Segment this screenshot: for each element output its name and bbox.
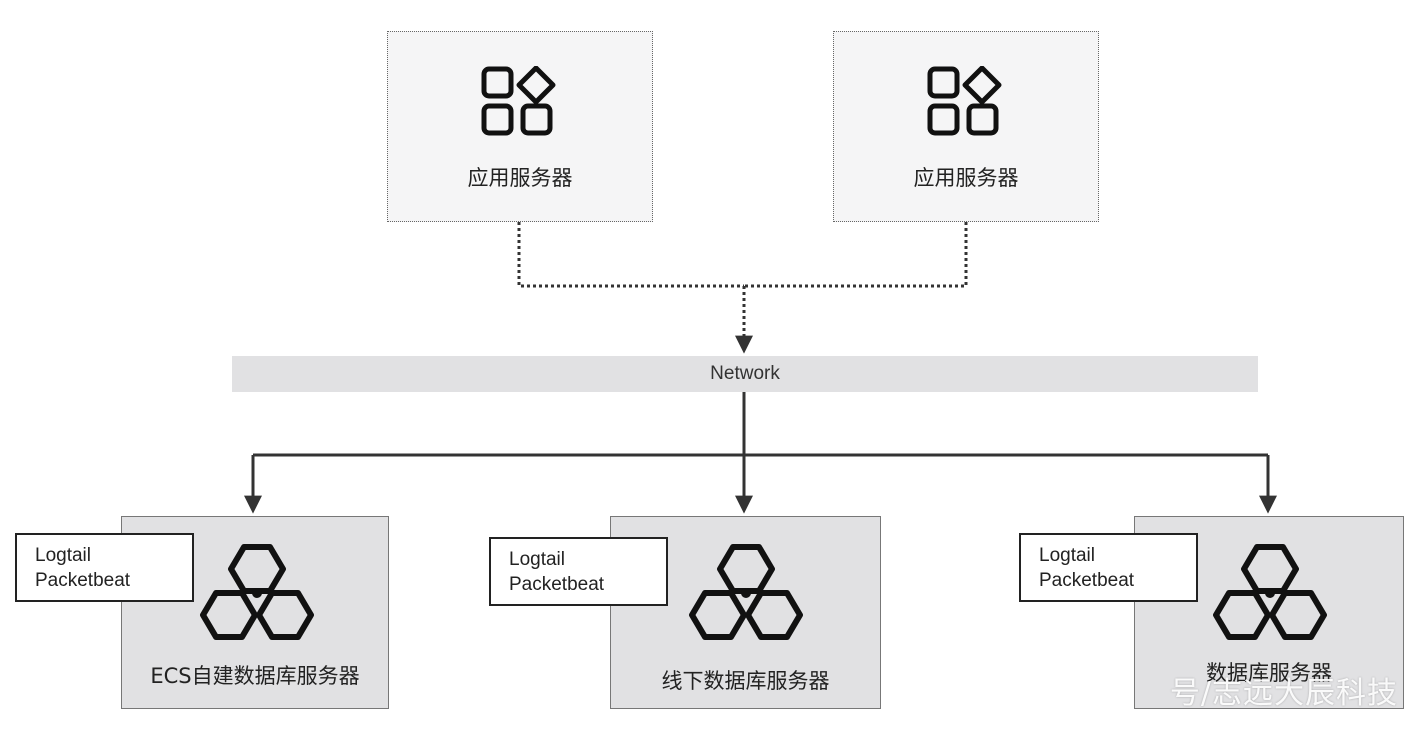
db-server-label: 数据库服务器 [1206, 661, 1332, 685]
watermark-text: 号/志远大辰科技 [1169, 676, 1398, 711]
apps-grid-icon [927, 66, 1002, 136]
db-server-label: ECS自建数据库服务器 [150, 664, 360, 688]
app-server-box-1: 应用服务器 [387, 31, 653, 222]
dotted-connector-right [744, 222, 968, 288]
agent-line-logtail: Logtail [509, 549, 565, 570]
db-server-box-3: 数据库服务器 [1134, 516, 1404, 709]
network-bar: Network [232, 356, 1258, 392]
network-label: Network [710, 363, 780, 384]
agent-line-logtail: Logtail [1039, 545, 1095, 566]
hexagon-cluster-icon [1213, 544, 1327, 640]
app-server-box-2: 应用服务器 [833, 31, 1099, 222]
app-server-label: 应用服务器 [467, 166, 573, 190]
apps-grid-icon [481, 66, 556, 136]
agent-line-logtail: Logtail [35, 545, 91, 566]
app-server-label: 应用服务器 [913, 166, 1019, 190]
db-server-label: 线下数据库服务器 [661, 669, 830, 693]
agent-tag-2: Logtail Packetbeat [489, 537, 668, 606]
agent-line-packetbeat: Packetbeat [1039, 570, 1135, 591]
agent-tag-1: Logtail Packetbeat [15, 533, 194, 602]
hexagon-cluster-icon [200, 544, 314, 640]
hexagon-cluster-icon [689, 544, 803, 640]
dotted-connector-left [517, 222, 744, 288]
agent-tag-3: Logtail Packetbeat [1019, 533, 1198, 602]
agent-line-packetbeat: Packetbeat [509, 574, 605, 595]
agent-line-packetbeat: Packetbeat [35, 570, 131, 591]
